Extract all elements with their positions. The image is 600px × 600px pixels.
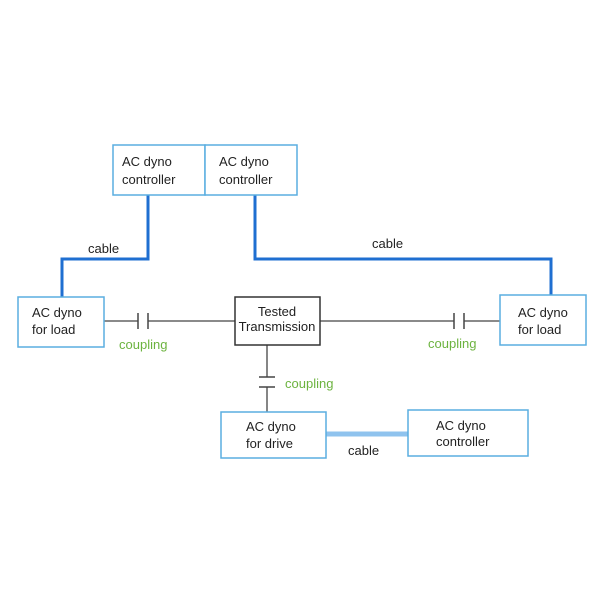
drive-line2: for drive — [246, 436, 293, 451]
controller-right-box: AC dyno controller — [204, 144, 298, 196]
controller-bottom-line2: controller — [436, 434, 490, 449]
load-right-line2: for load — [518, 322, 561, 337]
controller-right-line1: AC dyno — [219, 154, 269, 169]
cable-left-label: cable — [88, 241, 119, 256]
load-left-line2: for load — [32, 322, 75, 337]
coupling-right-label: coupling — [428, 336, 476, 351]
controller-bottom-line1: AC dyno — [436, 418, 486, 433]
coupling-bottom-symbol — [259, 376, 275, 388]
drive-line1: AC dyno — [246, 419, 296, 434]
coupling-left-symbol — [137, 313, 149, 329]
cable-right-label: cable — [372, 236, 403, 251]
controller-left-box: AC dyno controller — [112, 144, 206, 196]
transmission-box: Tested Transmission — [234, 296, 321, 346]
controller-right-line2: controller — [219, 172, 273, 187]
load-left-line1: AC dyno — [32, 305, 82, 320]
transmission-line2: Transmission — [239, 319, 316, 334]
load-left-box: AC dyno for load — [17, 296, 105, 348]
cable-left-line — [60, 195, 150, 297]
load-right-line1: AC dyno — [518, 305, 568, 320]
controller-bottom-box: AC dyno controller — [407, 409, 529, 457]
controller-left-line1: AC dyno — [122, 154, 172, 169]
cable-bottom-label: cable — [348, 443, 379, 458]
drive-box: AC dyno for drive — [220, 411, 327, 459]
transmission-line1: Tested — [258, 304, 296, 319]
coupling-bottom-label: coupling — [285, 376, 333, 391]
cable-right-line — [253, 195, 553, 295]
coupling-left-label: coupling — [119, 337, 167, 352]
coupling-right-symbol — [453, 313, 465, 329]
load-right-box: AC dyno for load — [499, 294, 587, 346]
controller-left-line2: controller — [122, 172, 176, 187]
